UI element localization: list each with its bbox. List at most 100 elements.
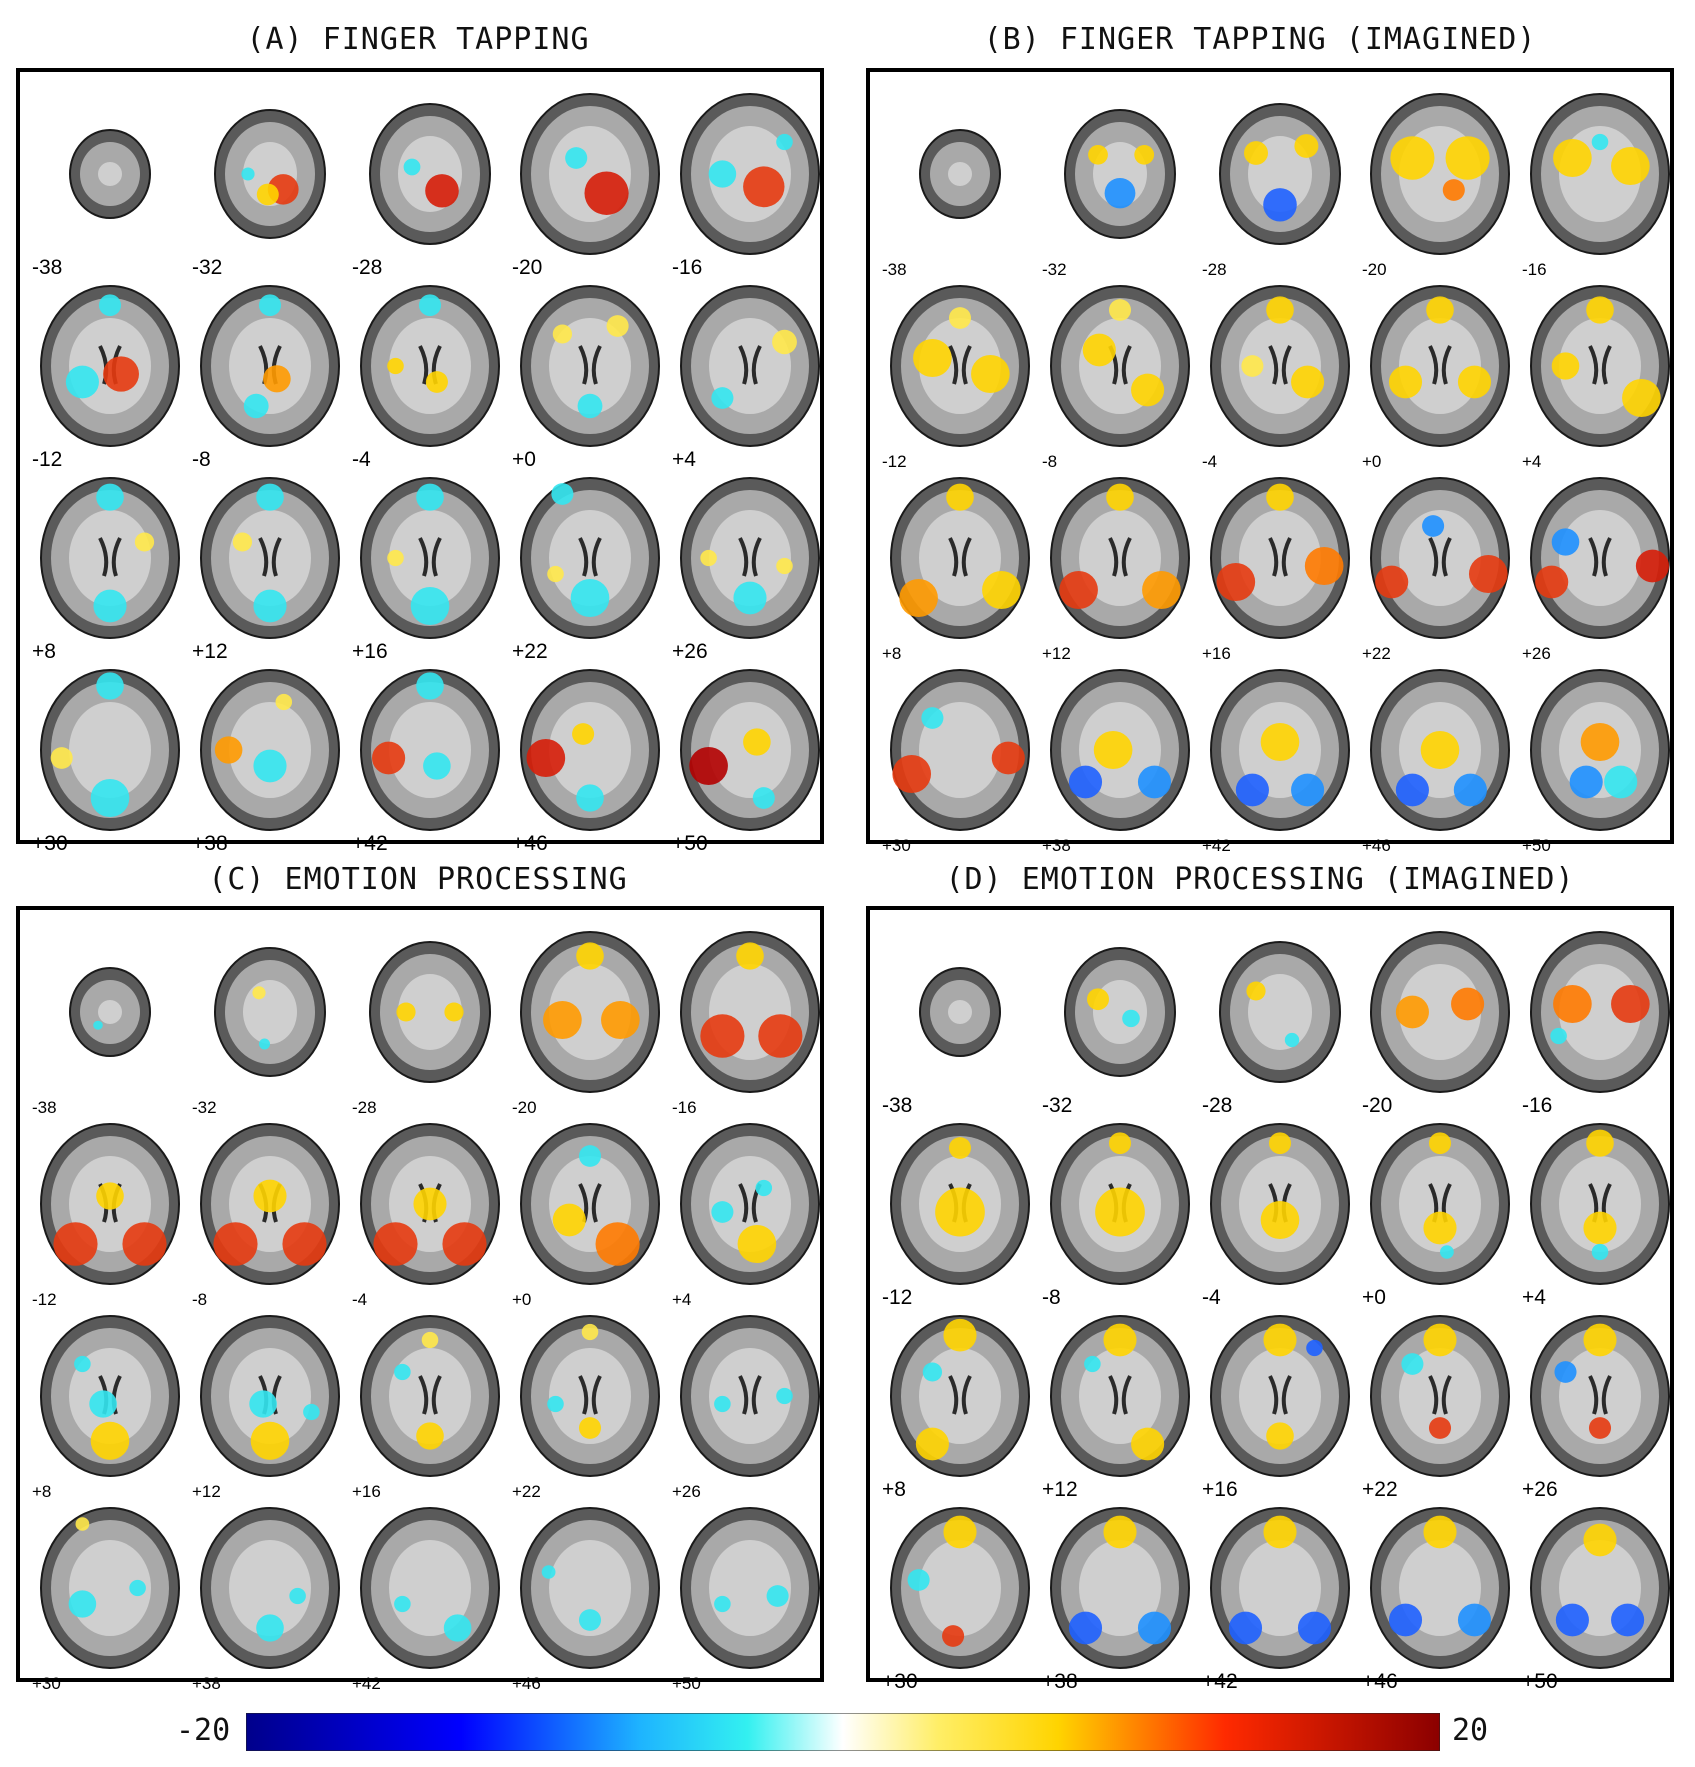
deep-structures	[69, 510, 151, 606]
activation-blob	[1583, 1323, 1617, 1357]
brain-slice: +26	[1520, 470, 1680, 662]
slice-z-label: +46	[1362, 1670, 1398, 1693]
activation-blob	[700, 549, 717, 567]
brain-slice: +4	[670, 278, 830, 470]
activation-blob	[68, 1590, 97, 1618]
slice-z-label: -4	[1202, 1286, 1221, 1309]
brain-slice: -16	[670, 86, 830, 278]
activation-blob	[776, 133, 793, 151]
slice-z-label: -16	[672, 256, 703, 279]
activation-blob	[1294, 134, 1319, 158]
activation-blob	[578, 1609, 602, 1631]
ventricles	[578, 537, 602, 577]
activation-blob	[565, 147, 588, 169]
activation-blob	[1423, 1515, 1457, 1549]
activation-blob	[1246, 981, 1266, 1001]
brain-slice-image	[520, 669, 660, 831]
activation-blob	[1635, 549, 1669, 583]
ventricles	[1268, 345, 1292, 385]
brain-slice-image	[1530, 477, 1670, 639]
brain-slice: +16	[350, 1308, 510, 1500]
activation-blob	[1468, 554, 1508, 594]
brain-slice-image	[40, 285, 180, 447]
slice-z-label: +26	[1522, 644, 1551, 663]
brain-slice: +46	[1360, 662, 1520, 854]
slice-z-label: -32	[1042, 1094, 1073, 1117]
activation-blob	[576, 942, 604, 970]
activation-blob	[1553, 984, 1592, 1024]
brain-slice: -12	[880, 1116, 1040, 1308]
activation-blob	[1131, 1427, 1165, 1461]
ventricles	[578, 345, 602, 385]
activation-blob	[1235, 773, 1269, 807]
brain-slice-image	[200, 285, 340, 447]
activation-blob	[1122, 1009, 1140, 1028]
brain-slice-image	[680, 1507, 820, 1669]
activation-blob	[253, 1179, 287, 1213]
deep-structures	[69, 702, 151, 798]
deep-structures	[549, 510, 631, 606]
slice-z-label: +38	[192, 832, 228, 855]
activation-blob	[263, 365, 291, 393]
brain-slice: -38	[880, 86, 1040, 278]
activation-blob	[394, 1595, 411, 1613]
activation-blob	[93, 1020, 103, 1030]
brain-slice: -32	[1040, 86, 1200, 278]
deep-structures	[229, 318, 311, 414]
deep-structures	[398, 974, 462, 1050]
deep-structures	[1559, 1348, 1641, 1444]
ventricles	[1108, 1375, 1132, 1415]
brain-slice-image	[200, 1507, 340, 1669]
brain-slice: +8	[880, 470, 1040, 662]
activation-blob	[1395, 773, 1429, 807]
brain-slice-image	[1210, 285, 1350, 447]
activation-blob	[134, 532, 155, 552]
deep-structures	[709, 1348, 791, 1444]
slice-z-label: -28	[1202, 260, 1227, 279]
slice-z-label: +42	[352, 832, 388, 855]
activation-blob	[541, 1565, 556, 1579]
activation-blob	[258, 294, 282, 317]
slice-z-label: +22	[1362, 644, 1391, 663]
activation-blob	[1082, 333, 1116, 367]
slice-z-label: +4	[1522, 452, 1542, 471]
activation-blob	[948, 307, 972, 329]
activation-blob	[243, 393, 269, 419]
brain-slice-image	[360, 669, 500, 831]
brain-slice: +8	[30, 1308, 190, 1500]
brain-slice: -20	[1360, 86, 1520, 278]
brain-slice: -38	[30, 86, 190, 278]
brain-slice-image	[890, 1507, 1030, 1669]
brain-slice: -32	[1040, 924, 1200, 1116]
deep-structures	[1239, 1540, 1321, 1636]
activation-blob	[578, 1417, 602, 1439]
slice-z-label: +0	[1362, 1286, 1386, 1309]
panel-title-d: (D) EMOTION PROCESSING (IMAGINED)	[945, 862, 1575, 897]
activation-blob	[1422, 515, 1445, 537]
slice-z-label: -32	[192, 256, 223, 279]
brain-slice: +22	[510, 1308, 670, 1500]
brain-slice-image	[1050, 477, 1190, 639]
brain-slice: -4	[350, 1116, 510, 1308]
slice-z-label: -38	[32, 256, 63, 279]
activation-blob	[275, 693, 293, 711]
activation-blob	[74, 1355, 91, 1373]
slice-z-label: +50	[1522, 836, 1551, 855]
brain-slice-image	[890, 1315, 1030, 1477]
activation-blob	[1395, 995, 1429, 1029]
activation-blob	[394, 1363, 411, 1381]
brain-slice: +46	[1360, 1500, 1520, 1692]
activation-blob	[943, 1318, 977, 1352]
ventricles	[258, 537, 282, 577]
activation-blob	[1134, 145, 1155, 165]
activation-blob	[96, 672, 124, 700]
activation-blob	[921, 707, 944, 729]
slice-z-label: +8	[32, 640, 56, 663]
slice-z-label: +38	[1042, 836, 1071, 855]
activation-blob	[1103, 1323, 1137, 1357]
brain-slice: +42	[1200, 1500, 1360, 1692]
brain-slice-image	[1050, 1315, 1190, 1477]
brain-slice-image	[520, 931, 660, 1093]
brain-slice: +26	[1520, 1308, 1680, 1500]
slice-z-label: +26	[672, 1482, 701, 1501]
